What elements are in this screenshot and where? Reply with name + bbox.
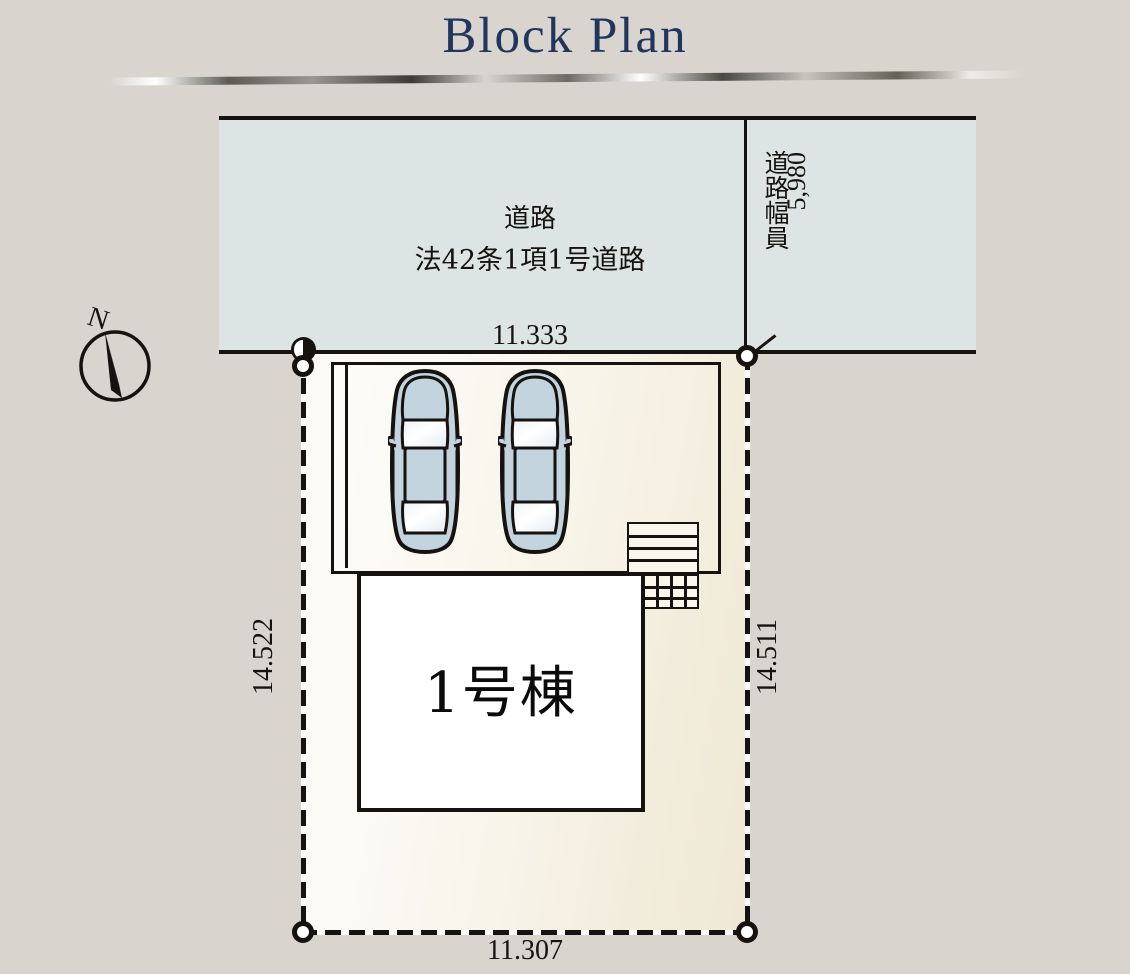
road-width-dimension: 道路幅員 5,980 <box>750 150 840 320</box>
boundary-line-bottom <box>301 930 750 935</box>
building-footprint <box>357 572 645 812</box>
dimension-bottom: 11.307 <box>487 935 563 966</box>
road-area <box>219 116 976 354</box>
building-label: 1号棟 <box>424 661 578 726</box>
page-title: Block Plan <box>442 8 688 64</box>
road-label: 道路 法42条1項1号道路 <box>320 198 740 282</box>
boundary-marker-top-right <box>736 345 758 367</box>
compass-circle <box>79 330 151 402</box>
dimension-top: 11.333 <box>492 320 568 351</box>
car-1 <box>388 368 462 554</box>
boundary-marker-bottom-right <box>736 921 758 943</box>
boundary-marker-top-left <box>292 355 314 377</box>
road-width-value: 5,980 <box>782 152 811 211</box>
title-band: Block Plan <box>0 0 1130 90</box>
road-width-label: 道路幅員 <box>761 150 788 250</box>
entrance-steps <box>627 522 699 574</box>
boundary-marker-bottom-left <box>292 921 314 943</box>
road-label-line1: 道路 <box>503 204 556 234</box>
road-segment-divider <box>744 118 747 354</box>
road-label-line2: 法42条1項1号道路 <box>414 245 646 276</box>
boundary-line-left <box>301 354 306 934</box>
boundary-line-right <box>745 354 750 934</box>
compass-rose: N <box>64 296 164 414</box>
car-2 <box>498 368 572 554</box>
compass-needle-light <box>105 332 122 398</box>
parking-inner-edge <box>345 362 721 568</box>
dimension-right: 14.511 <box>752 619 783 695</box>
dimension-left: 14.522 <box>248 618 279 695</box>
